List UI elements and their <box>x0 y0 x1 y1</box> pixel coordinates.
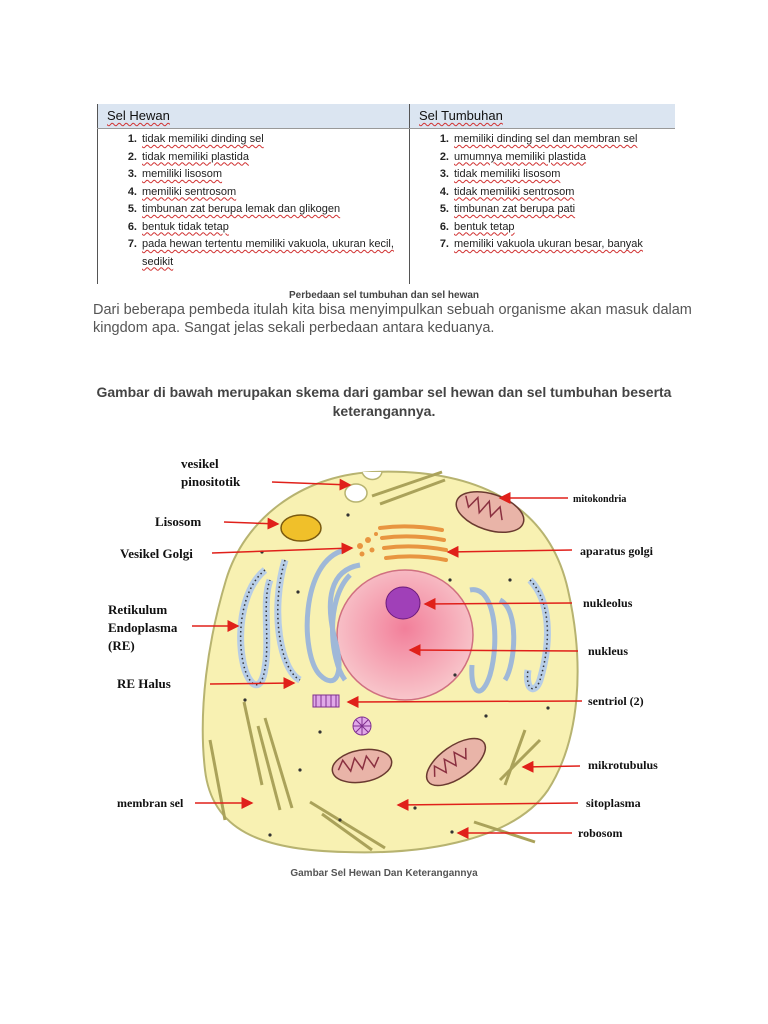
list-item: 1.memiliki dinding sel dan membran sel <box>439 133 638 145</box>
rough-endoplasmic-reticulum-right <box>523 577 551 693</box>
label-re: (RE) <box>108 638 135 653</box>
list-item: 3.memiliki lisosom <box>127 168 223 180</box>
rough-endoplasmic-reticulum <box>237 558 303 689</box>
list-item: 7.memiliki vakuola ukuran besar, banyak <box>439 238 643 250</box>
list-item: 5.timbunan zat berupa pati <box>439 203 576 215</box>
label-nukleolus: nukleolus <box>583 596 633 610</box>
label-lisosom: Lisosom <box>155 514 201 529</box>
centriole <box>352 716 372 736</box>
list-item: 1.tidak memiliki dinding sel <box>127 133 264 145</box>
label-pinositotik: pinositotik <box>181 474 241 489</box>
plant-cell-list: 1.memiliki dinding sel dan membran sel 2… <box>421 131 675 254</box>
animal-cell-list: 1.tidak memiliki dinding sel 2.tidak mem… <box>109 131 409 271</box>
smooth-endoplasmic-reticulum <box>304 547 361 684</box>
nucleus <box>336 569 474 701</box>
label-vesikel-golgi: Vesikel Golgi <box>120 546 193 561</box>
centriole <box>312 694 340 708</box>
comparison-table: Sel Hewan Sel Tumbuhan 1.tidak memiliki … <box>97 104 675 284</box>
ribosomes <box>243 513 550 837</box>
label-nukleus: nukleus <box>588 644 628 658</box>
table-header-row <box>97 104 675 128</box>
list-item: 3.tidak memiliki lisosom <box>439 168 561 180</box>
plant-cell-header: Sel Tumbuhan <box>419 108 503 123</box>
lysosome <box>280 514 322 542</box>
list-item: 2.umumnya memiliki plastida <box>439 150 587 163</box>
smooth-endoplasmic-reticulum-right <box>469 587 517 694</box>
label-sentriol: sentriol (2) <box>588 694 644 708</box>
pinocytotic-vesicle <box>344 483 368 503</box>
nucleolus <box>385 586 421 620</box>
label-mikrotubulus: mikrotubulus <box>588 758 658 772</box>
label-aparatus-golgi: aparatus golgi <box>580 544 654 558</box>
section-heading: Gambar di bawah merupakan skema dari gam… <box>96 384 672 419</box>
label-retikulum: Retikulum <box>108 602 167 617</box>
label-sitoplasma: sitoplasma <box>586 796 641 810</box>
mitochondrion <box>331 748 393 784</box>
table-caption: Perbedaan sel tumbuhan dan sel hewan <box>288 290 480 301</box>
label-robosom: robosom <box>578 826 622 840</box>
list-item: 4.memiliki sentrosom <box>127 185 237 198</box>
list-item: 7.pada hewan tertentu memiliki vakuola, … <box>127 238 394 268</box>
table-left-border <box>97 104 98 284</box>
label-membran-sel: membran sel <box>117 796 184 810</box>
pinocytotic-notch <box>361 471 383 481</box>
mitochondrion <box>425 737 487 787</box>
label-arrows <box>192 478 583 839</box>
body-paragraph: Dari beberapa pembeda itulah kita bisa m… <box>93 302 692 336</box>
list-item: 6.bentuk tidak tetap <box>127 220 229 233</box>
golgi-apparatus <box>378 524 448 562</box>
label-vesikel: vesikel <box>181 456 219 471</box>
table-header-divider <box>97 128 675 129</box>
microtubules <box>208 470 542 852</box>
list-item: 5.timbunan zat berupa lemak dan glikogen <box>127 203 341 215</box>
diagram-caption: Gambar Sel Hewan Dan Keterangannya <box>290 868 478 879</box>
list-item: 4.tidak memiliki sentrosom <box>439 185 575 198</box>
animal-cell-header: Sel Hewan <box>107 108 170 123</box>
list-item: 2.tidak memiliki plastida <box>127 150 249 163</box>
label-endoplasma: Endoplasma <box>108 620 178 635</box>
table-column-divider <box>409 104 410 284</box>
label-re-halus: RE Halus <box>117 676 171 691</box>
animal-cell-diagram: vesikel pinositotik Lisosom Vesikel Golg… <box>108 456 658 854</box>
list-item: 6.bentuk tetap <box>439 220 515 233</box>
label-mitokondria: mitokondria <box>573 494 626 505</box>
golgi-vesicles <box>357 532 378 557</box>
